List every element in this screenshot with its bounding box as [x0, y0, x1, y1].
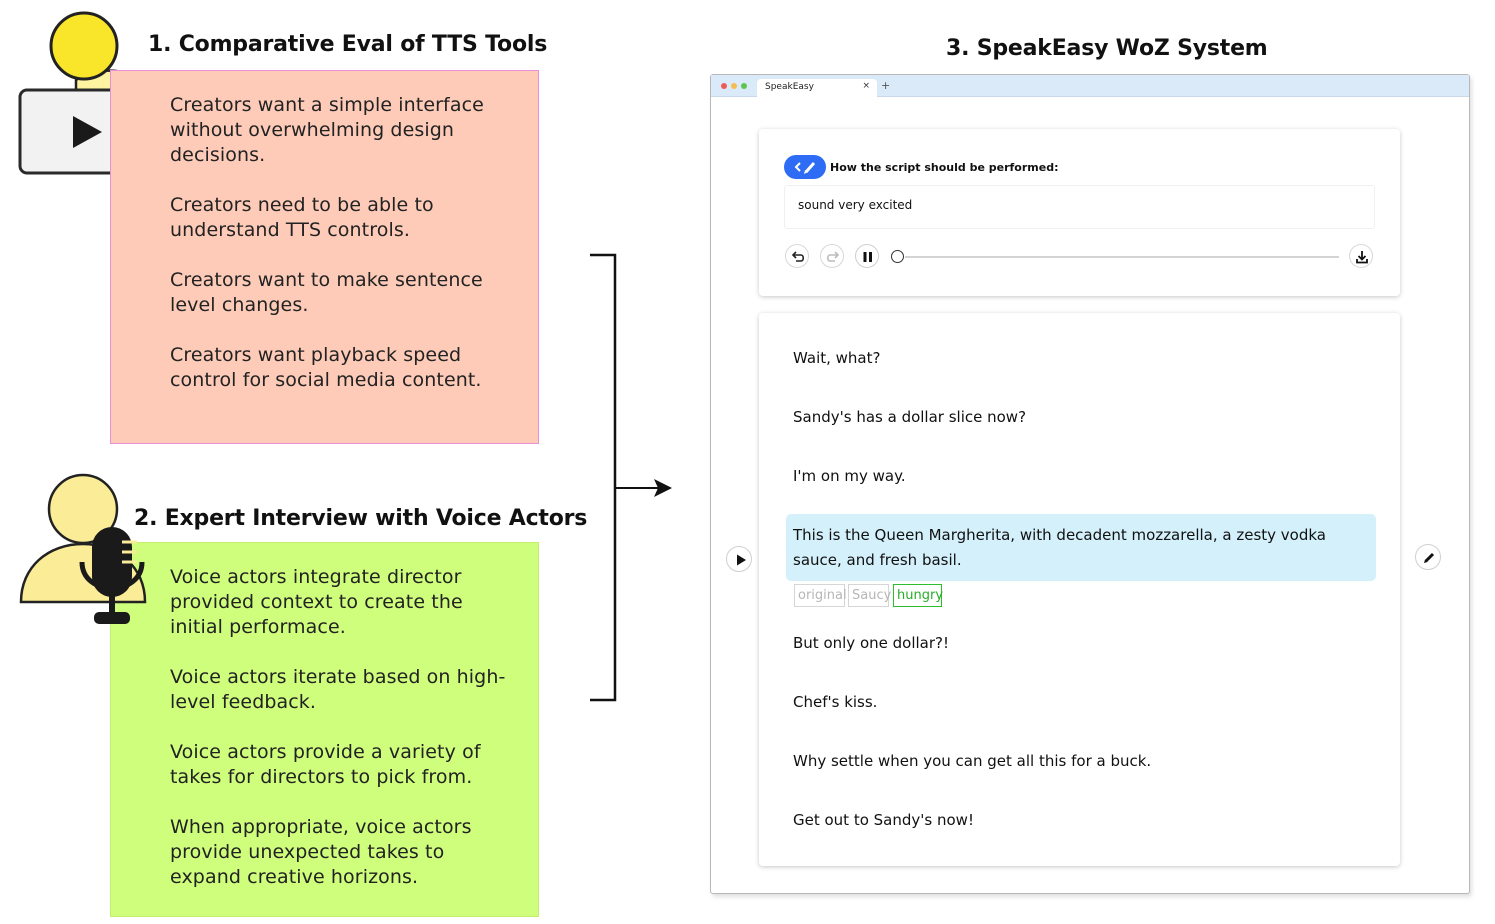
- playback-scrubber-track[interactable]: [905, 256, 1339, 258]
- play-line-button[interactable]: [726, 546, 752, 572]
- take-chip-original[interactable]: original: [794, 584, 847, 607]
- script-lines-card: Wait, what? Sandy's has a dollar slice n…: [759, 313, 1400, 866]
- undo-button[interactable]: [785, 244, 809, 268]
- script-line[interactable]: Chef's kiss.: [793, 693, 878, 711]
- back-edit-button[interactable]: [784, 155, 826, 179]
- finding-item: Creators want a simple interface without…: [170, 94, 484, 166]
- pencil-icon: [804, 162, 816, 174]
- finding-item: When appropriate, voice actors provide u…: [170, 816, 472, 888]
- redo-icon: [826, 251, 840, 262]
- playback-scrubber-handle[interactable]: [891, 250, 904, 263]
- chevron-left-icon: [794, 162, 801, 172]
- pencil-icon: [1424, 552, 1435, 563]
- undo-icon: [791, 251, 805, 262]
- tab-bar: SpeakEasy × +: [711, 75, 1469, 97]
- voice-actor-findings-box: Voice actors integrate director provided…: [110, 542, 539, 917]
- merge-arrow: [590, 253, 672, 702]
- finding-item: Voice actors integrate director provided…: [170, 566, 463, 638]
- window-close-dot[interactable]: [721, 83, 727, 89]
- script-line[interactable]: Wait, what?: [793, 349, 881, 367]
- download-icon: [1356, 251, 1368, 264]
- script-line[interactable]: Why settle when you can get all this for…: [793, 752, 1152, 770]
- video-play-icon: [73, 116, 102, 148]
- play-icon: [737, 554, 746, 566]
- tab-label: SpeakEasy: [765, 82, 814, 92]
- redo-button[interactable]: [820, 244, 844, 268]
- section-2-title: 2. Expert Interview with Voice Actors: [134, 506, 588, 531]
- script-line[interactable]: I'm on my way.: [793, 467, 906, 485]
- section-1-title: 1. Comparative Eval of TTS Tools: [148, 32, 548, 57]
- new-tab-icon[interactable]: +: [881, 79, 891, 92]
- take-chip-hungry[interactable]: hungry: [893, 584, 943, 607]
- window-maximize-dot[interactable]: [741, 83, 747, 89]
- selected-line-highlight: [786, 514, 1376, 581]
- window-minimize-dot[interactable]: [731, 83, 737, 89]
- prompt-label: How the script should be performed:: [830, 161, 1059, 174]
- finding-item: Creators want to make sentence level cha…: [170, 269, 483, 316]
- edit-line-button[interactable]: [1415, 544, 1441, 570]
- script-line[interactable]: Get out to Sandy's now!: [793, 811, 974, 829]
- browser-tab[interactable]: SpeakEasy ×: [757, 79, 877, 97]
- finding-item: Creators want playback speed control for…: [170, 344, 482, 391]
- performance-prompt-input[interactable]: sound very excited: [784, 185, 1375, 229]
- section-3-title: 3. SpeakEasy WoZ System: [946, 36, 1268, 61]
- voice-actor-persona-icon: [19, 473, 147, 624]
- script-line[interactable]: But only one dollar?!: [793, 634, 949, 652]
- tab-close-icon[interactable]: ×: [862, 81, 870, 91]
- finding-item: Creators need to be able to understand T…: [170, 194, 434, 241]
- performance-prompt-card: How the script should be performed: soun…: [759, 129, 1400, 296]
- pause-icon: [863, 252, 872, 262]
- creator-findings-box: Creators want a simple interface without…: [110, 70, 539, 444]
- pause-button[interactable]: [855, 244, 879, 268]
- script-line[interactable]: Sandy's has a dollar slice now?: [793, 408, 1027, 426]
- finding-item: Voice actors iterate based on high-level…: [170, 666, 506, 713]
- finding-item: Voice actors provide a variety of takes …: [170, 741, 481, 788]
- browser-window: SpeakEasy × + How the script should be p…: [710, 74, 1470, 894]
- take-chip-saucy[interactable]: Saucy: [848, 584, 891, 607]
- microphone-icon: [79, 527, 145, 624]
- download-button[interactable]: [1349, 244, 1373, 268]
- script-line-selected[interactable]: This is the Queen Margherita, with decad…: [793, 526, 1326, 569]
